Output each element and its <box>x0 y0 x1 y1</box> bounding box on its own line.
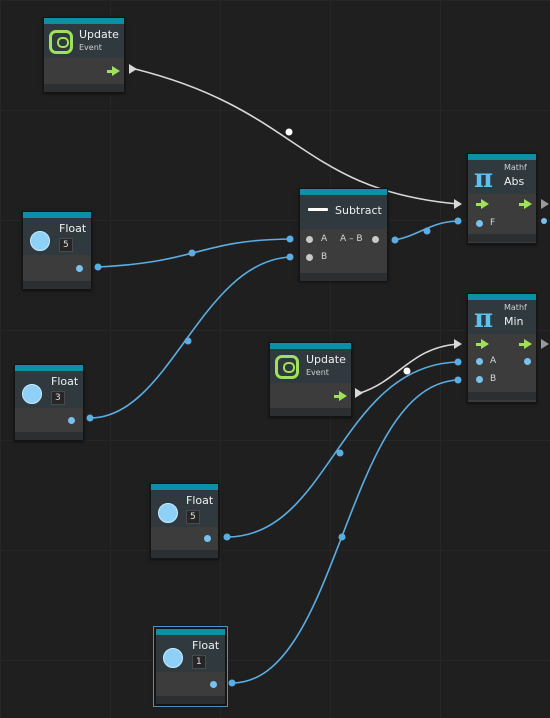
input-port-dot[interactable] <box>286 235 294 243</box>
wire-midpoint-handle[interactable] <box>184 337 192 345</box>
value-wire-float1-min[interactable] <box>231 379 459 684</box>
input-port-f-dot[interactable] <box>476 220 483 227</box>
float-icon <box>30 231 50 251</box>
node-subtitle: Event <box>79 43 102 52</box>
flow-output-port[interactable] <box>519 339 532 349</box>
float-icon <box>22 384 42 404</box>
flow-input-port[interactable] <box>476 339 489 349</box>
update-event-node[interactable]: Update Event <box>43 17 125 93</box>
flow-arrowhead <box>129 64 137 74</box>
output-port-dot[interactable] <box>86 414 94 422</box>
float-icon <box>158 503 178 523</box>
node-title: Float <box>51 375 79 388</box>
float-literal-node[interactable]: Float 3 <box>14 364 84 441</box>
output-port-dot[interactable] <box>372 236 379 243</box>
input-port-dot[interactable] <box>454 217 462 225</box>
float-value-field[interactable]: 5 <box>186 510 200 524</box>
wire-midpoint-handle[interactable] <box>336 449 344 457</box>
wire-midpoint-handle[interactable] <box>403 367 411 375</box>
float-literal-node[interactable]: Float 5 <box>150 483 219 559</box>
output-port-dot[interactable] <box>391 236 399 244</box>
node-title: Float <box>192 639 220 652</box>
float-value-field[interactable]: 1 <box>192 655 206 669</box>
float-icon <box>163 648 183 668</box>
input-port-a-label: A <box>321 234 328 244</box>
input-port-f-label: F <box>490 218 496 228</box>
pi-icon: π <box>474 304 494 334</box>
float-literal-node-selected[interactable]: Float 1 <box>153 626 228 707</box>
wire-midpoint-handle[interactable] <box>285 128 293 136</box>
flow-arrowhead <box>355 388 363 398</box>
node-subtitle: Event <box>306 368 329 377</box>
node-title: Float <box>186 494 214 507</box>
value-output-port[interactable] <box>76 265 83 272</box>
input-port-b-dot[interactable] <box>306 254 313 261</box>
flow-output-port[interactable] <box>519 199 532 209</box>
input-port-a-dot[interactable] <box>476 358 483 365</box>
mathf-min-node[interactable]: π Mathf Min A B <box>467 293 537 403</box>
value-wire-float3-subtract[interactable] <box>89 256 291 419</box>
input-port-dot[interactable] <box>286 253 294 261</box>
flow-arrowhead <box>454 339 462 349</box>
input-port-a-dot[interactable] <box>306 236 313 243</box>
input-port-dot[interactable] <box>454 376 462 384</box>
flow-output-stub[interactable] <box>541 199 549 209</box>
node-title: Min <box>504 315 524 328</box>
loop-event-icon <box>49 30 73 54</box>
minus-icon <box>308 208 328 211</box>
input-port-dot[interactable] <box>454 358 462 366</box>
output-port-dot[interactable] <box>228 679 236 687</box>
wire-midpoint-handle[interactable] <box>423 227 431 235</box>
flow-output-port[interactable] <box>107 66 120 76</box>
value-output-port[interactable] <box>68 417 75 424</box>
flow-output-port[interactable] <box>334 391 347 401</box>
flow-output-stub[interactable] <box>541 339 549 349</box>
value-output-port[interactable] <box>524 358 531 365</box>
node-title: Update <box>79 28 119 41</box>
input-port-b-dot[interactable] <box>476 376 483 383</box>
input-port-b-label: B <box>321 252 328 262</box>
value-wire-float5b-min[interactable] <box>226 361 459 538</box>
value-output-port[interactable] <box>541 218 547 224</box>
input-port-b-label: B <box>490 374 497 384</box>
output-port-dot[interactable] <box>223 533 231 541</box>
value-wire-float5a-subtract[interactable] <box>97 238 291 268</box>
flow-input-port[interactable] <box>476 199 489 209</box>
node-title: Update <box>306 353 346 366</box>
node-title: Abs <box>504 175 525 188</box>
node-title: Subtract <box>335 204 382 217</box>
output-port-dot[interactable] <box>94 263 102 271</box>
output-port-label: A – B <box>340 234 363 244</box>
flow-wire-update1-abs[interactable] <box>134 68 459 205</box>
value-output-port[interactable] <box>210 681 217 688</box>
pi-icon: π <box>474 164 494 194</box>
float-value-field[interactable]: 5 <box>59 238 73 252</box>
float-literal-node[interactable]: Float 5 <box>22 211 92 290</box>
update-event-node[interactable]: Update Event <box>269 342 352 417</box>
value-output-port[interactable] <box>204 535 211 542</box>
float-value-field[interactable]: 3 <box>51 391 65 405</box>
node-subtitle: Mathf <box>504 303 527 312</box>
node-title: Float <box>59 222 87 235</box>
flow-wire-update2-min[interactable] <box>359 343 459 394</box>
wire-midpoint-handle[interactable] <box>338 533 346 541</box>
wire-midpoint-handle[interactable] <box>188 249 196 257</box>
mathf-abs-node[interactable]: π Mathf Abs F <box>467 153 537 244</box>
node-header: Update Event <box>44 24 124 58</box>
loop-event-icon <box>275 355 299 379</box>
flow-arrowhead <box>454 199 462 209</box>
input-port-a-label: A <box>490 356 497 366</box>
subtract-node[interactable]: Subtract A A – B B <box>299 188 388 281</box>
node-subtitle: Mathf <box>504 163 527 172</box>
